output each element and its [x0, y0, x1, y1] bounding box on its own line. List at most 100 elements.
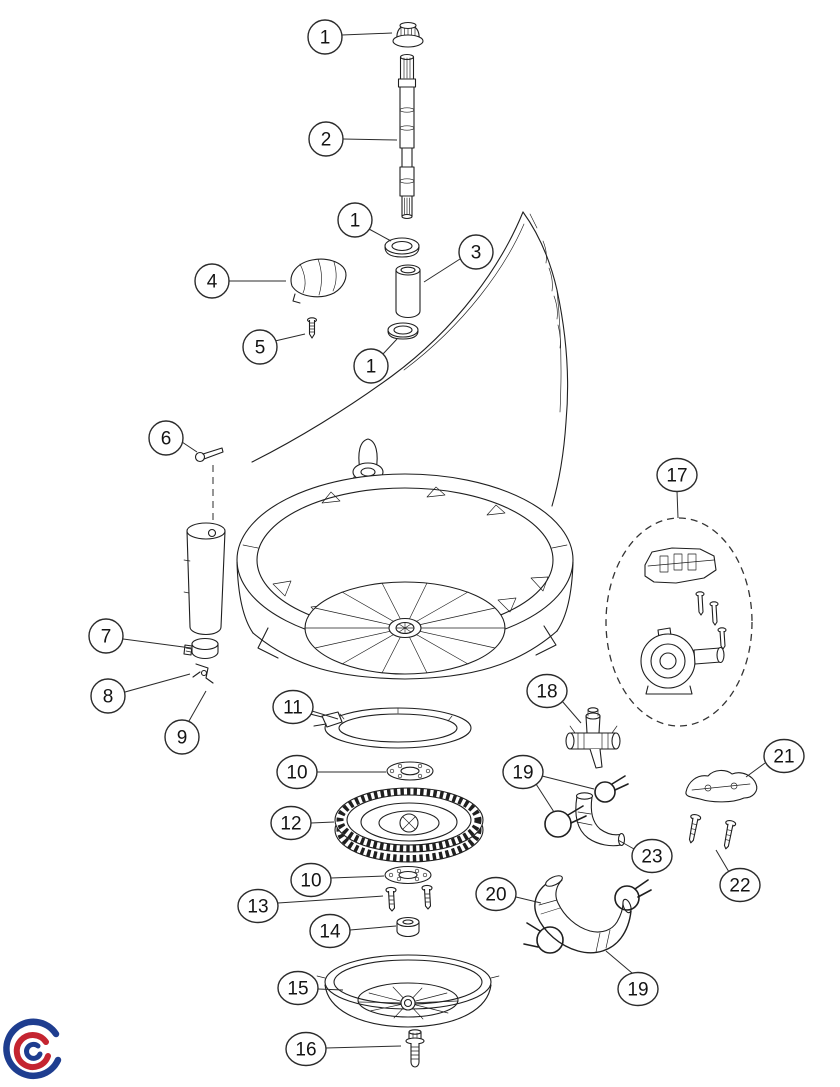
- callout-label: 6: [161, 429, 172, 450]
- callout-balloon: [617, 971, 659, 1007]
- callout-label: 1: [320, 28, 331, 49]
- leader-line: [676, 490, 679, 519]
- part-clip-drawing: [192, 663, 214, 684]
- callout-14-spacer-small[interactable]: 14: [309, 913, 397, 949]
- callout-label: 5: [255, 338, 266, 359]
- callout-balloon: [309, 913, 351, 949]
- callout-balloon: [194, 263, 230, 299]
- part-bracket-screw-drawing: [306, 317, 318, 339]
- leader-line: [535, 783, 555, 813]
- leader-line: [368, 228, 392, 242]
- callout-label: 1: [350, 211, 361, 232]
- leader-line: [124, 673, 191, 693]
- callout-19-clamps-upper[interactable]: 19: [502, 754, 595, 813]
- leader-line: [188, 690, 207, 722]
- leader-line: [325, 1045, 402, 1049]
- callout-balloon: [164, 719, 200, 755]
- callout-2-shaft[interactable]: 2: [308, 121, 398, 157]
- callout-balloon: [285, 1031, 327, 1067]
- part-seal-ring-drawing: [387, 322, 419, 340]
- callout-balloon: [458, 234, 494, 270]
- logo-outer-arc: [3, 1018, 62, 1080]
- callout-18-valve[interactable]: 18: [526, 673, 582, 724]
- callout-balloon: [307, 19, 343, 55]
- callout-15-cover[interactable]: 15: [277, 970, 344, 1006]
- callout-1-cap-nut[interactable]: 1: [307, 19, 393, 55]
- leader-line: [423, 258, 461, 283]
- callout-5-screw[interactable]: 5: [242, 329, 306, 365]
- part-pump-kit-drawing: [605, 517, 753, 727]
- callout-balloon: [290, 862, 332, 898]
- brand-swirl-logo: [3, 1018, 62, 1080]
- callout-20-hose[interactable]: 20: [475, 876, 542, 912]
- callout-17-pump-kit[interactable]: 17: [656, 457, 698, 519]
- callout-23-elbow[interactable]: 23: [617, 838, 673, 874]
- part-gasket-ring-drawing: [309, 707, 472, 749]
- callout-10-washer-upper[interactable]: 10: [276, 754, 386, 790]
- leader-line: [541, 775, 595, 790]
- callout-8-clip[interactable]: 8: [90, 673, 191, 714]
- callout-7-clamp[interactable]: 7: [88, 618, 192, 654]
- leader-line: [342, 138, 398, 141]
- callout-balloon: [237, 888, 279, 924]
- callout-19-clamps-lower[interactable]: 19: [605, 950, 659, 1007]
- logo-middle-arc: [13, 1032, 51, 1071]
- callout-3-spacer[interactable]: 3: [423, 234, 494, 283]
- part-mount-bracket-drawing: [290, 258, 347, 304]
- callout-4-bracket[interactable]: 4: [194, 263, 286, 299]
- callout-label: 14: [319, 922, 341, 943]
- callout-10-washer-lower[interactable]: 10: [290, 862, 385, 898]
- callout-12-rotor[interactable]: 12: [270, 805, 335, 841]
- callout-13-screws[interactable]: 13: [237, 888, 384, 924]
- callout-balloon: [90, 678, 126, 714]
- leader-line: [349, 925, 397, 931]
- leader-line: [274, 333, 306, 342]
- callout-11-gasket[interactable]: 11: [272, 689, 339, 725]
- part-rotor-drawing: [334, 787, 484, 863]
- part-washer-upper-drawing: [386, 761, 434, 781]
- part-drain-hose-drawing: [523, 875, 652, 954]
- callout-balloon: [656, 457, 698, 493]
- part-bottom-cover-drawing: [316, 954, 500, 1028]
- leader-line: [561, 700, 582, 724]
- callout-label: 13: [247, 897, 268, 918]
- pump-kit-boundary: [605, 517, 753, 727]
- callout-label: 18: [536, 682, 557, 703]
- leader-line: [515, 896, 542, 904]
- callout-balloon: [148, 420, 184, 456]
- callout-balloon: [526, 673, 568, 709]
- callout-label: 11: [283, 698, 303, 719]
- leader-line: [715, 849, 730, 873]
- leader-line: [122, 638, 192, 649]
- leader-line: [745, 762, 766, 778]
- logo-inner-arc: [24, 1041, 43, 1061]
- callout-16-bolt[interactable]: 16: [285, 1031, 402, 1067]
- leader-line: [317, 988, 344, 991]
- callout-label: 4: [207, 272, 218, 293]
- callout-balloon: [719, 867, 761, 903]
- callout-label: 7: [101, 627, 112, 648]
- part-bracket-right-drawing: [685, 769, 758, 803]
- callout-balloon: [277, 970, 319, 1006]
- callouts: 1 2 1 3 4 5 1: [88, 19, 805, 1067]
- callout-label: 1: [366, 357, 377, 378]
- part-bolt-drawing: [405, 1029, 425, 1068]
- part-elbow-hose-drawing: [575, 792, 626, 847]
- callout-label: 15: [287, 979, 308, 1000]
- callout-6-pin[interactable]: 6: [148, 420, 198, 456]
- callout-1-seal[interactable]: 1: [353, 338, 398, 384]
- callout-balloon: [353, 348, 389, 384]
- leader-line: [277, 895, 384, 904]
- callout-1-bearing[interactable]: 1: [337, 202, 392, 242]
- leader-line: [382, 338, 398, 355]
- leader-line: [311, 710, 339, 720]
- callout-balloon: [337, 202, 373, 238]
- callout-label: 19: [512, 763, 533, 784]
- callout-label: 19: [627, 980, 648, 1001]
- callout-22-screws-right[interactable]: 22: [715, 849, 761, 903]
- callout-balloon: [242, 329, 278, 365]
- callout-21-bracket-right[interactable]: 21: [745, 738, 805, 778]
- callout-label: 21: [773, 747, 794, 768]
- callout-9-foot[interactable]: 9: [164, 690, 207, 755]
